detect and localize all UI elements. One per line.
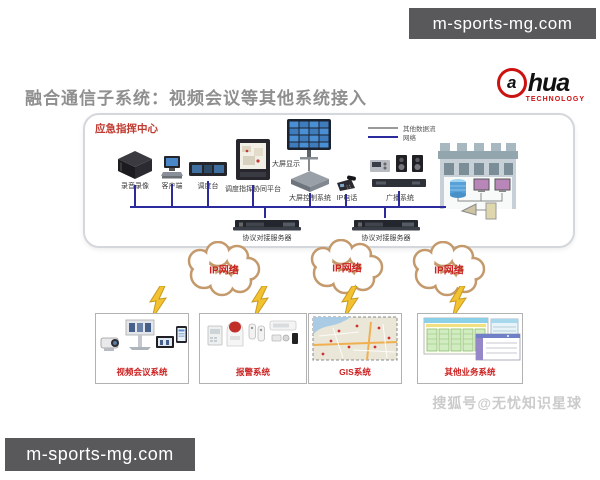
watermark-bottom-text: m-sports-mg.com — [26, 444, 174, 464]
dispatch-platform-icon — [235, 139, 271, 183]
building-icon — [438, 141, 518, 221]
lightning-bolt-4-icon — [448, 286, 468, 320]
dahua-logo-subtext: TECHNOLOGY — [525, 96, 585, 103]
broadcast-system-label: 广播系统 — [386, 195, 414, 202]
protocol-server-2-label: 协议对接服务器 — [361, 235, 411, 242]
broadcast-system-icon — [370, 155, 428, 191]
legend-label-network: 网络 — [403, 135, 416, 142]
legend-network: 网络 — [368, 132, 416, 142]
page-title: 融合通信子系统：视频会议等其他系统接入 — [25, 89, 367, 108]
command-center-label: 应急指挥中心 — [95, 123, 158, 135]
legend-line-gray — [368, 127, 398, 129]
alarm-system-illustration — [207, 320, 298, 347]
gis-system-box: GIS系统 — [308, 313, 402, 384]
alarm-system-box: 报警系统 — [199, 313, 307, 384]
ip-network-label-2: IP网络 — [332, 263, 362, 275]
dispatch-console-icon — [189, 161, 227, 178]
connector-broadcast — [398, 191, 400, 207]
connector-recorder — [134, 185, 136, 207]
legend-label-other: 其他数据流 — [403, 126, 436, 133]
protocol-server-1-icon — [233, 217, 301, 233]
legend-line-blue — [368, 136, 398, 138]
protocol-server-2-icon — [352, 217, 420, 233]
ip-phone-icon — [334, 175, 358, 193]
wall-controller-icon — [290, 171, 330, 193]
legend-other-dataflow: 其他数据流 — [368, 123, 436, 133]
ip-network-label-3: IP网络 — [434, 265, 464, 277]
video-wall-label: 大屏显示 — [272, 161, 300, 168]
connector-client — [171, 184, 173, 207]
ip-network-cloud-3 — [405, 241, 491, 297]
video-conference-system-label: 视频会议系统 — [116, 367, 168, 377]
video-conference-illustration — [100, 319, 187, 351]
video-conference-system-box: 视频会议系统 — [95, 313, 189, 384]
connector-server-1 — [264, 208, 266, 218]
gis-system-label: GIS系统 — [339, 367, 371, 377]
client-pc-icon — [160, 155, 184, 181]
gis-map-illustration — [312, 316, 398, 361]
watermark-top-right: m-sports-mg.com — [409, 8, 596, 39]
dahua-logo: a hua TECHNOLOGY — [477, 68, 589, 103]
recorder-device-icon — [117, 150, 153, 180]
protocol-server-1-label: 协议对接服务器 — [242, 235, 292, 242]
ip-network-cloud-1 — [180, 241, 266, 297]
connector-phone — [345, 194, 347, 207]
connector-wall-to-controller — [308, 158, 310, 171]
network-bus-line — [130, 206, 446, 208]
connector-platform — [252, 185, 254, 207]
watermark-top-text: m-sports-mg.com — [432, 13, 573, 33]
connector-server-2 — [384, 208, 386, 218]
video-wall-icon — [287, 119, 331, 160]
sohu-watermark: 搜狐号@无忧知识星球 — [432, 395, 582, 411]
business-software-illustration — [423, 317, 521, 361]
connector-controller — [309, 193, 311, 207]
lightning-bolt-3-icon — [340, 286, 360, 320]
dahua-logo-a-icon: a — [496, 68, 527, 98]
ip-phone-label: IP电话 — [336, 195, 358, 202]
alarm-system-label: 报警系统 — [235, 367, 270, 377]
watermark-bottom-left: m-sports-mg.com — [5, 438, 195, 471]
other-business-system-box: 其他业务系统 — [417, 313, 523, 384]
other-business-system-label: 其他业务系统 — [444, 367, 496, 377]
ip-network-label-1: IP网络 — [209, 265, 239, 277]
lightning-bolt-1-icon — [148, 286, 168, 320]
ip-network-cloud-2 — [303, 239, 389, 295]
dahua-logo-hua: hua — [527, 68, 570, 97]
lightning-bolt-2-icon — [250, 286, 270, 320]
connector-console — [207, 181, 209, 207]
